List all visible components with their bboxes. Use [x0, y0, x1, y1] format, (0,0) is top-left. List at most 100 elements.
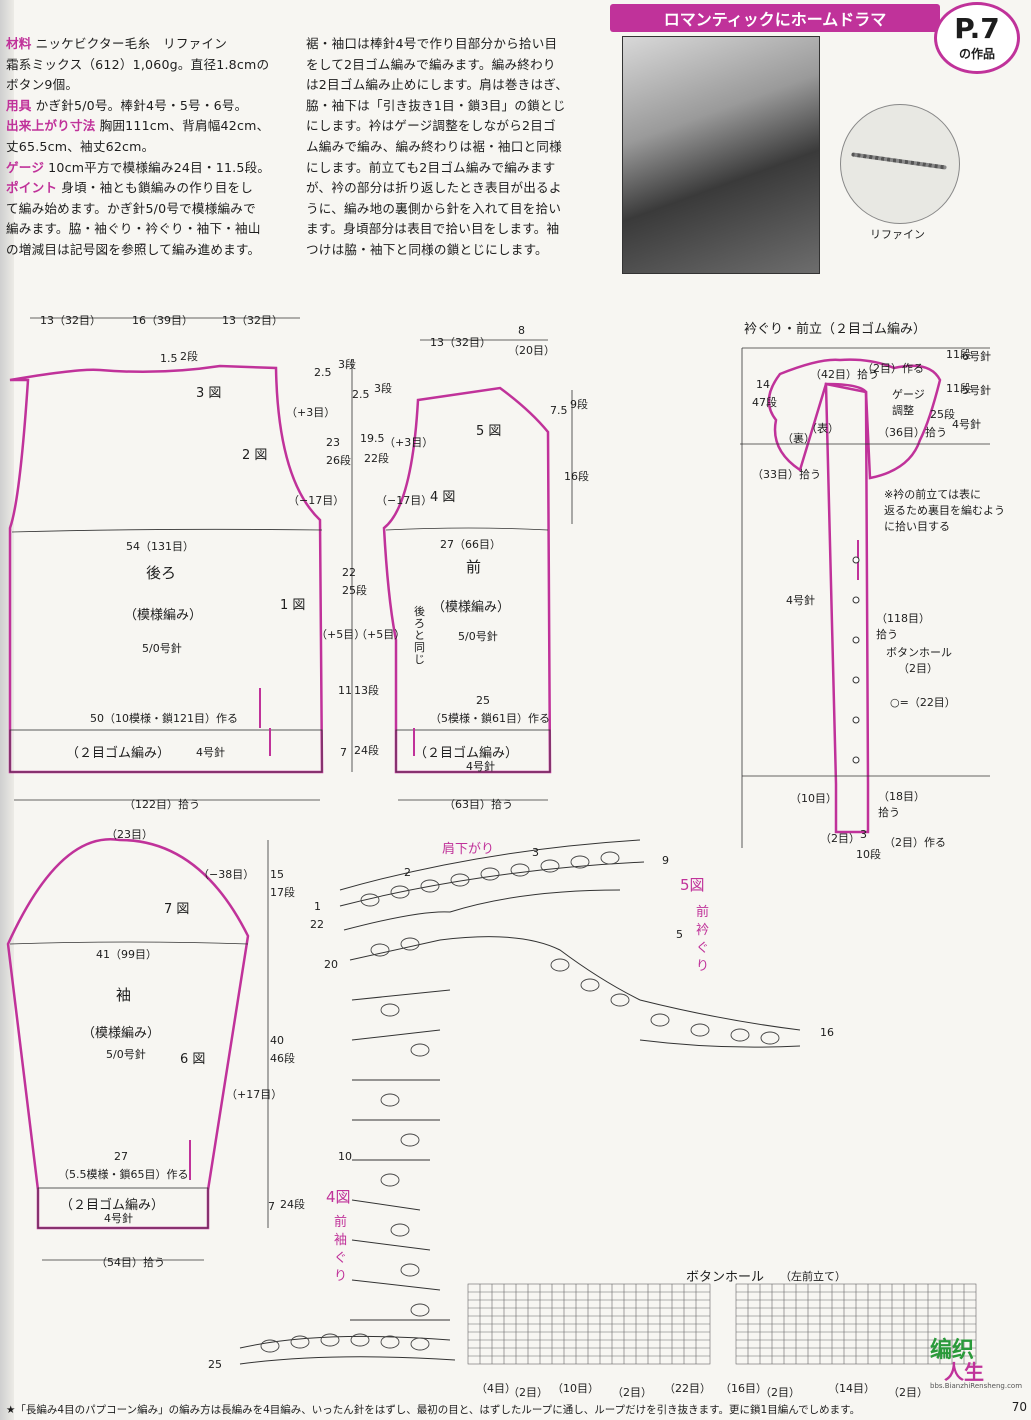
- buttonhole-bottom-label: （22目）: [664, 1382, 711, 1395]
- chart-row-label: 3: [532, 846, 539, 859]
- collar-33: （33目）拾う: [752, 468, 821, 481]
- yarn-sample-image: [840, 104, 960, 224]
- point-text-2: て編み始めます。かぎ針5/0号で模様編みで: [6, 200, 256, 216]
- front-stitch: （模様編み）: [432, 600, 511, 615]
- front-cast-num: 25: [476, 694, 490, 707]
- back-pickup: （122目）拾う: [124, 798, 200, 811]
- back-needle: 5/0号針: [142, 642, 182, 655]
- buttonhole-bottom-label: （2目）: [888, 1386, 928, 1399]
- chart-row-label: 2: [404, 866, 411, 879]
- dim-22: 22: [342, 566, 356, 579]
- back-rib: （２目ゴム編み）: [66, 746, 171, 761]
- sleeve-outline: [6, 837, 250, 1230]
- sleeve-fig7: 7 図: [164, 902, 190, 917]
- collar-11-a: 11段: [946, 348, 971, 361]
- dim-11: 11: [338, 684, 352, 697]
- dim-3-rows-b: 3段: [374, 382, 392, 395]
- buttonhole-subtitle: （左前立て）: [780, 1270, 846, 1283]
- sleeve-h1-rows: 17段: [270, 886, 295, 899]
- back-minus17: （−17目）: [288, 494, 345, 507]
- chart-row-label: 20: [324, 958, 338, 971]
- point-label: ポイント: [6, 180, 58, 196]
- buttonhole-bottom-label: （10目）: [552, 1382, 599, 1395]
- sleeve-pickup: （54目）拾う: [96, 1256, 165, 1269]
- materials-block: 材料ニッケビクター毛糸 リファイン 霜系ミックス（612）1,060g。直径1.…: [6, 34, 296, 261]
- chart-fig5-label: 前衿ぐり: [696, 905, 710, 974]
- front-right-rows: 9段: [570, 398, 588, 411]
- collar-36: （36目）拾う: [878, 426, 947, 439]
- sleeve-h1: 15: [270, 868, 284, 881]
- chart-row-label: 25: [208, 1358, 222, 1371]
- front-same-as-back: 後ろと同じ: [414, 605, 425, 666]
- sleeve-h2-rows: 46段: [270, 1052, 295, 1065]
- buttonhole-bottom-label: （4目）: [476, 1382, 516, 1395]
- chart-fig4-label: 前袖ぐり: [334, 1215, 348, 1284]
- buttonhole-bottom-label: （14目）: [828, 1382, 875, 1395]
- sleeve-width: 41（99目）: [96, 948, 157, 961]
- sleeve-h3: 7: [268, 1200, 275, 1213]
- collar-front-band: [824, 382, 870, 834]
- back-body-outline: [8, 364, 324, 774]
- size-text: 胸囲111cm、背肩幅42cm、: [99, 118, 270, 134]
- back-width: 54（131目）: [126, 540, 194, 553]
- back-cast-on: 50（10模様・鎖121目）作る: [90, 712, 238, 725]
- collar-note-2: 返るため裏目を編むよう: [884, 504, 1005, 517]
- dim-7: 7: [340, 746, 347, 759]
- collar-3: 3: [860, 828, 867, 841]
- page-ref: P.7: [954, 12, 1000, 45]
- sleeve-needle: 5/0号針: [106, 1048, 146, 1061]
- buttonhole-bottom-label: （2目）: [508, 1386, 548, 1399]
- tools-text: かぎ針5/0号。棒針4号・5号・6号。: [35, 97, 248, 113]
- buttonhole-title: ボタンホール: [686, 1270, 765, 1285]
- watermark-line1: 编织: [930, 1338, 975, 1363]
- page-spine: [0, 0, 14, 1420]
- point-text: 身頃・袖とも鎖編みの作り目をし: [61, 180, 254, 196]
- back-fig1: 1 図: [280, 598, 306, 613]
- collar-2-cast-b: （2目）作る: [884, 836, 946, 849]
- buttonhole-bottom-label: （2目）: [612, 1386, 652, 1399]
- chart-row-label: 10: [338, 1150, 352, 1163]
- materials-yarn-2: 霜系ミックス（612）1,060g。直径1.8cmの: [6, 56, 270, 72]
- instruction-line: 脇・袖下は「引き抜き1目・鎖3目」の鎖とじ: [306, 97, 566, 113]
- instructions-block: 裾・袖口は棒針4号で作り目部分から拾い目 をして2目ゴム編みで編みます。編み終わ…: [306, 34, 604, 261]
- front-minus17: （−17目）: [376, 494, 433, 507]
- sleeve-h2: 40: [270, 1034, 284, 1047]
- collar-5-needle: 5号針: [962, 384, 991, 397]
- instruction-line: ます。身頃部分は表目で拾い目をします。袖: [306, 221, 560, 237]
- collar-gauge-adjust: ゲージ調整: [892, 388, 925, 417]
- watermark-url: bbs.BianzhiRensheng.com: [930, 1382, 1023, 1390]
- collar-buttonhole: ボタンホール: [886, 646, 952, 659]
- point-text-3: 編みます。脇・袖ぐり・衿ぐり・袖下・袖山: [6, 221, 261, 237]
- instruction-line: うに、編み地の裏側から針を入れて目を拾い: [306, 200, 562, 216]
- front-needle: 5/0号針: [458, 630, 498, 643]
- instruction-line: つけは脇・袖下と同様の鎖とじにします。: [306, 241, 548, 257]
- chart-shoulder-slope: 肩下がり: [442, 842, 495, 857]
- sleeve-h3-rows: 24段: [280, 1198, 305, 1211]
- sleeve-cast-num: 27: [114, 1150, 128, 1163]
- back-plus3: （+3目）: [286, 406, 336, 419]
- front-top-left-dim: 13（32目）: [430, 336, 491, 349]
- chart-row-label: 16: [820, 1026, 834, 1039]
- buttonhole-bottom-label: （16目）: [720, 1382, 767, 1395]
- dim-plus5-b: （+5目）: [356, 628, 406, 641]
- collar-4-needle-b: 4号針: [786, 594, 815, 607]
- sleeve-rib: （２目ゴム編み）: [60, 1198, 165, 1213]
- back-stitch: （模様編み）: [124, 608, 203, 623]
- back-rib-band: [9, 729, 323, 773]
- front-cast-on: （5模様・鎖61目）作る: [430, 712, 550, 725]
- size-label: 出来上がり寸法: [6, 118, 96, 134]
- front-fig5: 5 図: [476, 424, 502, 439]
- collar-18: （18目）拾う: [878, 790, 925, 819]
- page-ref-label: の作品: [958, 47, 995, 61]
- front-pickup: （63目）拾う: [444, 798, 513, 811]
- collar-title: 衿ぐり・前立（２目ゴム編み）: [744, 322, 927, 337]
- collar-2-cast: （2目）作る: [862, 362, 924, 375]
- collar-note-1: ※衿の前立ては表に: [884, 488, 981, 501]
- title-banner: ロマンティックにホームドラマ: [610, 4, 940, 32]
- back-rib-needle: 4号針: [196, 746, 225, 759]
- instruction-line: ム編みで編み、編み終わりは裾・袖口と同様: [306, 138, 562, 154]
- back-neck-rows: 2段: [180, 350, 198, 363]
- chart-row-label: 9: [662, 854, 669, 867]
- materials-label: 材料: [6, 36, 32, 51]
